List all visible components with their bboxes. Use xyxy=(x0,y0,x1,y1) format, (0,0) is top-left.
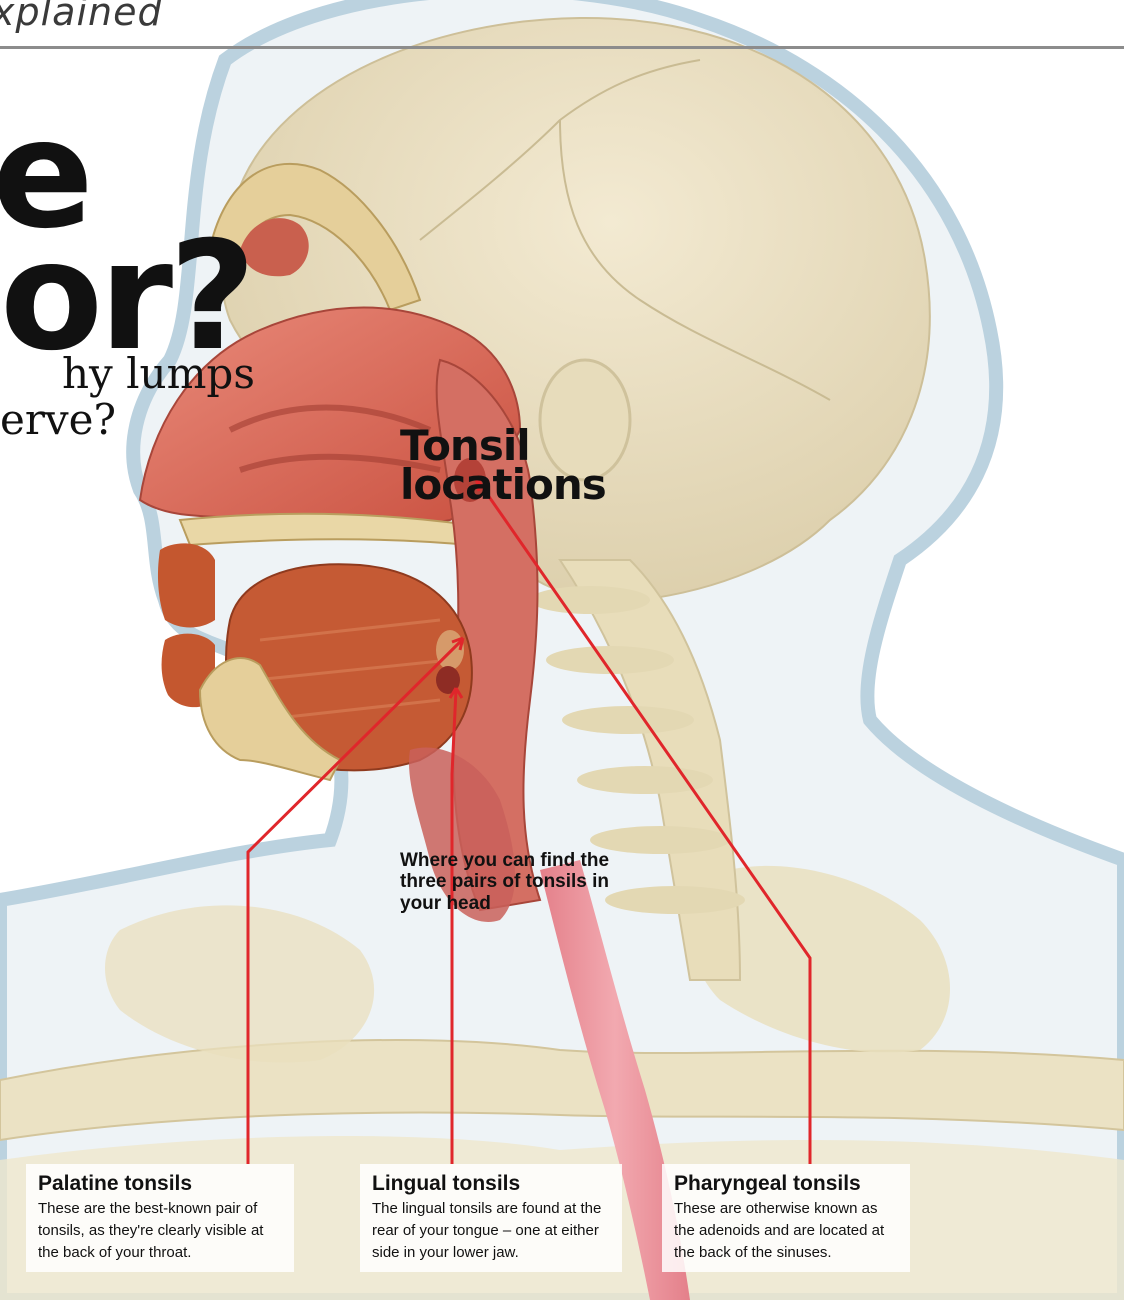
label-palatine-tonsils: Palatine tonsils These are the best-know… xyxy=(26,1164,294,1272)
section-tag: xplained xyxy=(0,0,163,34)
upper-lip xyxy=(158,543,215,627)
label-lingual-tonsils: Lingual tonsils The lingual tonsils are … xyxy=(360,1164,622,1272)
standfirst-line-1: hy lumps xyxy=(62,352,255,396)
tonsil-locations-subtitle: Where you can find the three pairs of to… xyxy=(400,850,640,914)
label-text: These are the best-known pair of tonsils… xyxy=(38,1198,286,1263)
label-title: Pharyngeal tonsils xyxy=(674,1172,902,1196)
label-pharyngeal-tonsils: Pharyngeal tonsils These are otherwise k… xyxy=(662,1164,910,1272)
header-rule xyxy=(0,46,1124,49)
tonsil-locations-title-line-2: locations xyxy=(400,465,606,504)
tonsil-locations-title: Tonsil locations xyxy=(400,426,606,505)
label-text: The lingual tonsils are found at the rea… xyxy=(372,1198,614,1263)
label-title: Palatine tonsils xyxy=(38,1172,286,1196)
label-text: These are otherwise known as the adenoid… xyxy=(674,1198,902,1263)
label-title: Lingual tonsils xyxy=(372,1172,614,1196)
standfirst-line-2: erve? xyxy=(0,398,116,442)
